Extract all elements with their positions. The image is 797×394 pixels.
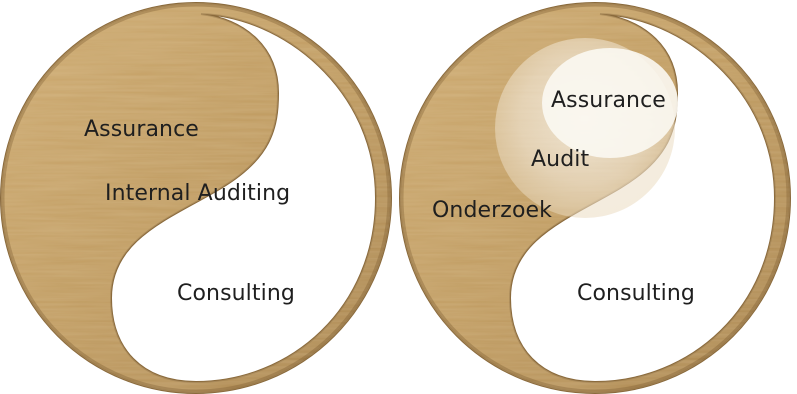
label-consulting-right: Consulting bbox=[577, 281, 695, 306]
label-onderzoek: Onderzoek bbox=[432, 198, 552, 223]
label-audit: Audit bbox=[531, 147, 590, 172]
label-assurance-right: Assurance bbox=[551, 88, 666, 113]
label-assurance-left: Assurance bbox=[84, 117, 199, 142]
label-consulting-left: Consulting bbox=[177, 281, 295, 306]
label-internal-auditing: Internal Auditing bbox=[105, 181, 291, 206]
assurance-bubble bbox=[542, 48, 678, 158]
yin-yang-left bbox=[0, 2, 392, 394]
yin-yang-right bbox=[399, 2, 791, 394]
